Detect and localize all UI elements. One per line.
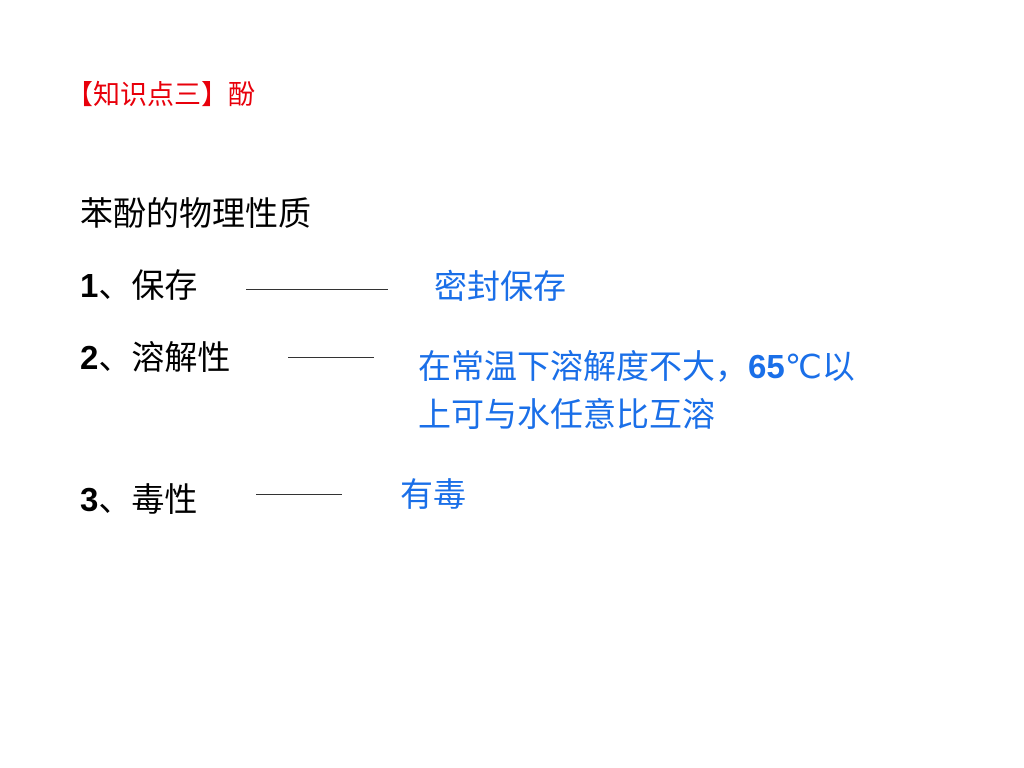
item-1-answer: 密封保存 xyxy=(434,267,566,306)
item-2-label: 2、溶解性 xyxy=(80,336,230,380)
item-1-number: 1 xyxy=(80,267,99,304)
item-2-text: 溶解性 xyxy=(131,338,231,377)
item-2-answer-line-2: 上可与水任意比互溶 xyxy=(418,395,715,434)
item-2-answer-line-1: 在常温下溶解度不大，65℃以 xyxy=(418,344,855,390)
item-3-answer: 有毒 xyxy=(400,475,466,514)
item-3-text: 毒性 xyxy=(131,480,198,519)
item-2-dash-line xyxy=(288,357,374,358)
item-2-number: 2 xyxy=(80,339,99,376)
item-3-separator: 、 xyxy=(98,480,132,519)
item-3-label: 3、毒性 xyxy=(80,478,197,522)
item-3-number: 3 xyxy=(80,481,99,518)
heading-physical-properties: 苯酚的物理性质 xyxy=(80,194,311,233)
item-1-dash-line xyxy=(246,289,388,290)
item-2-separator: 、 xyxy=(98,338,132,377)
item-2-answer-text-a: 在常温下溶解度不大， xyxy=(418,347,748,386)
item-1-separator: 、 xyxy=(98,266,132,305)
section-title: 【知识点三】酚 xyxy=(66,80,255,111)
item-1-label: 1、保存 xyxy=(80,264,197,308)
item-3-dash-line xyxy=(256,494,342,495)
item-2-answer-number: 65 xyxy=(748,348,785,385)
item-2-answer-text-b: ℃以 xyxy=(784,347,855,386)
item-1-text: 保存 xyxy=(131,266,198,305)
